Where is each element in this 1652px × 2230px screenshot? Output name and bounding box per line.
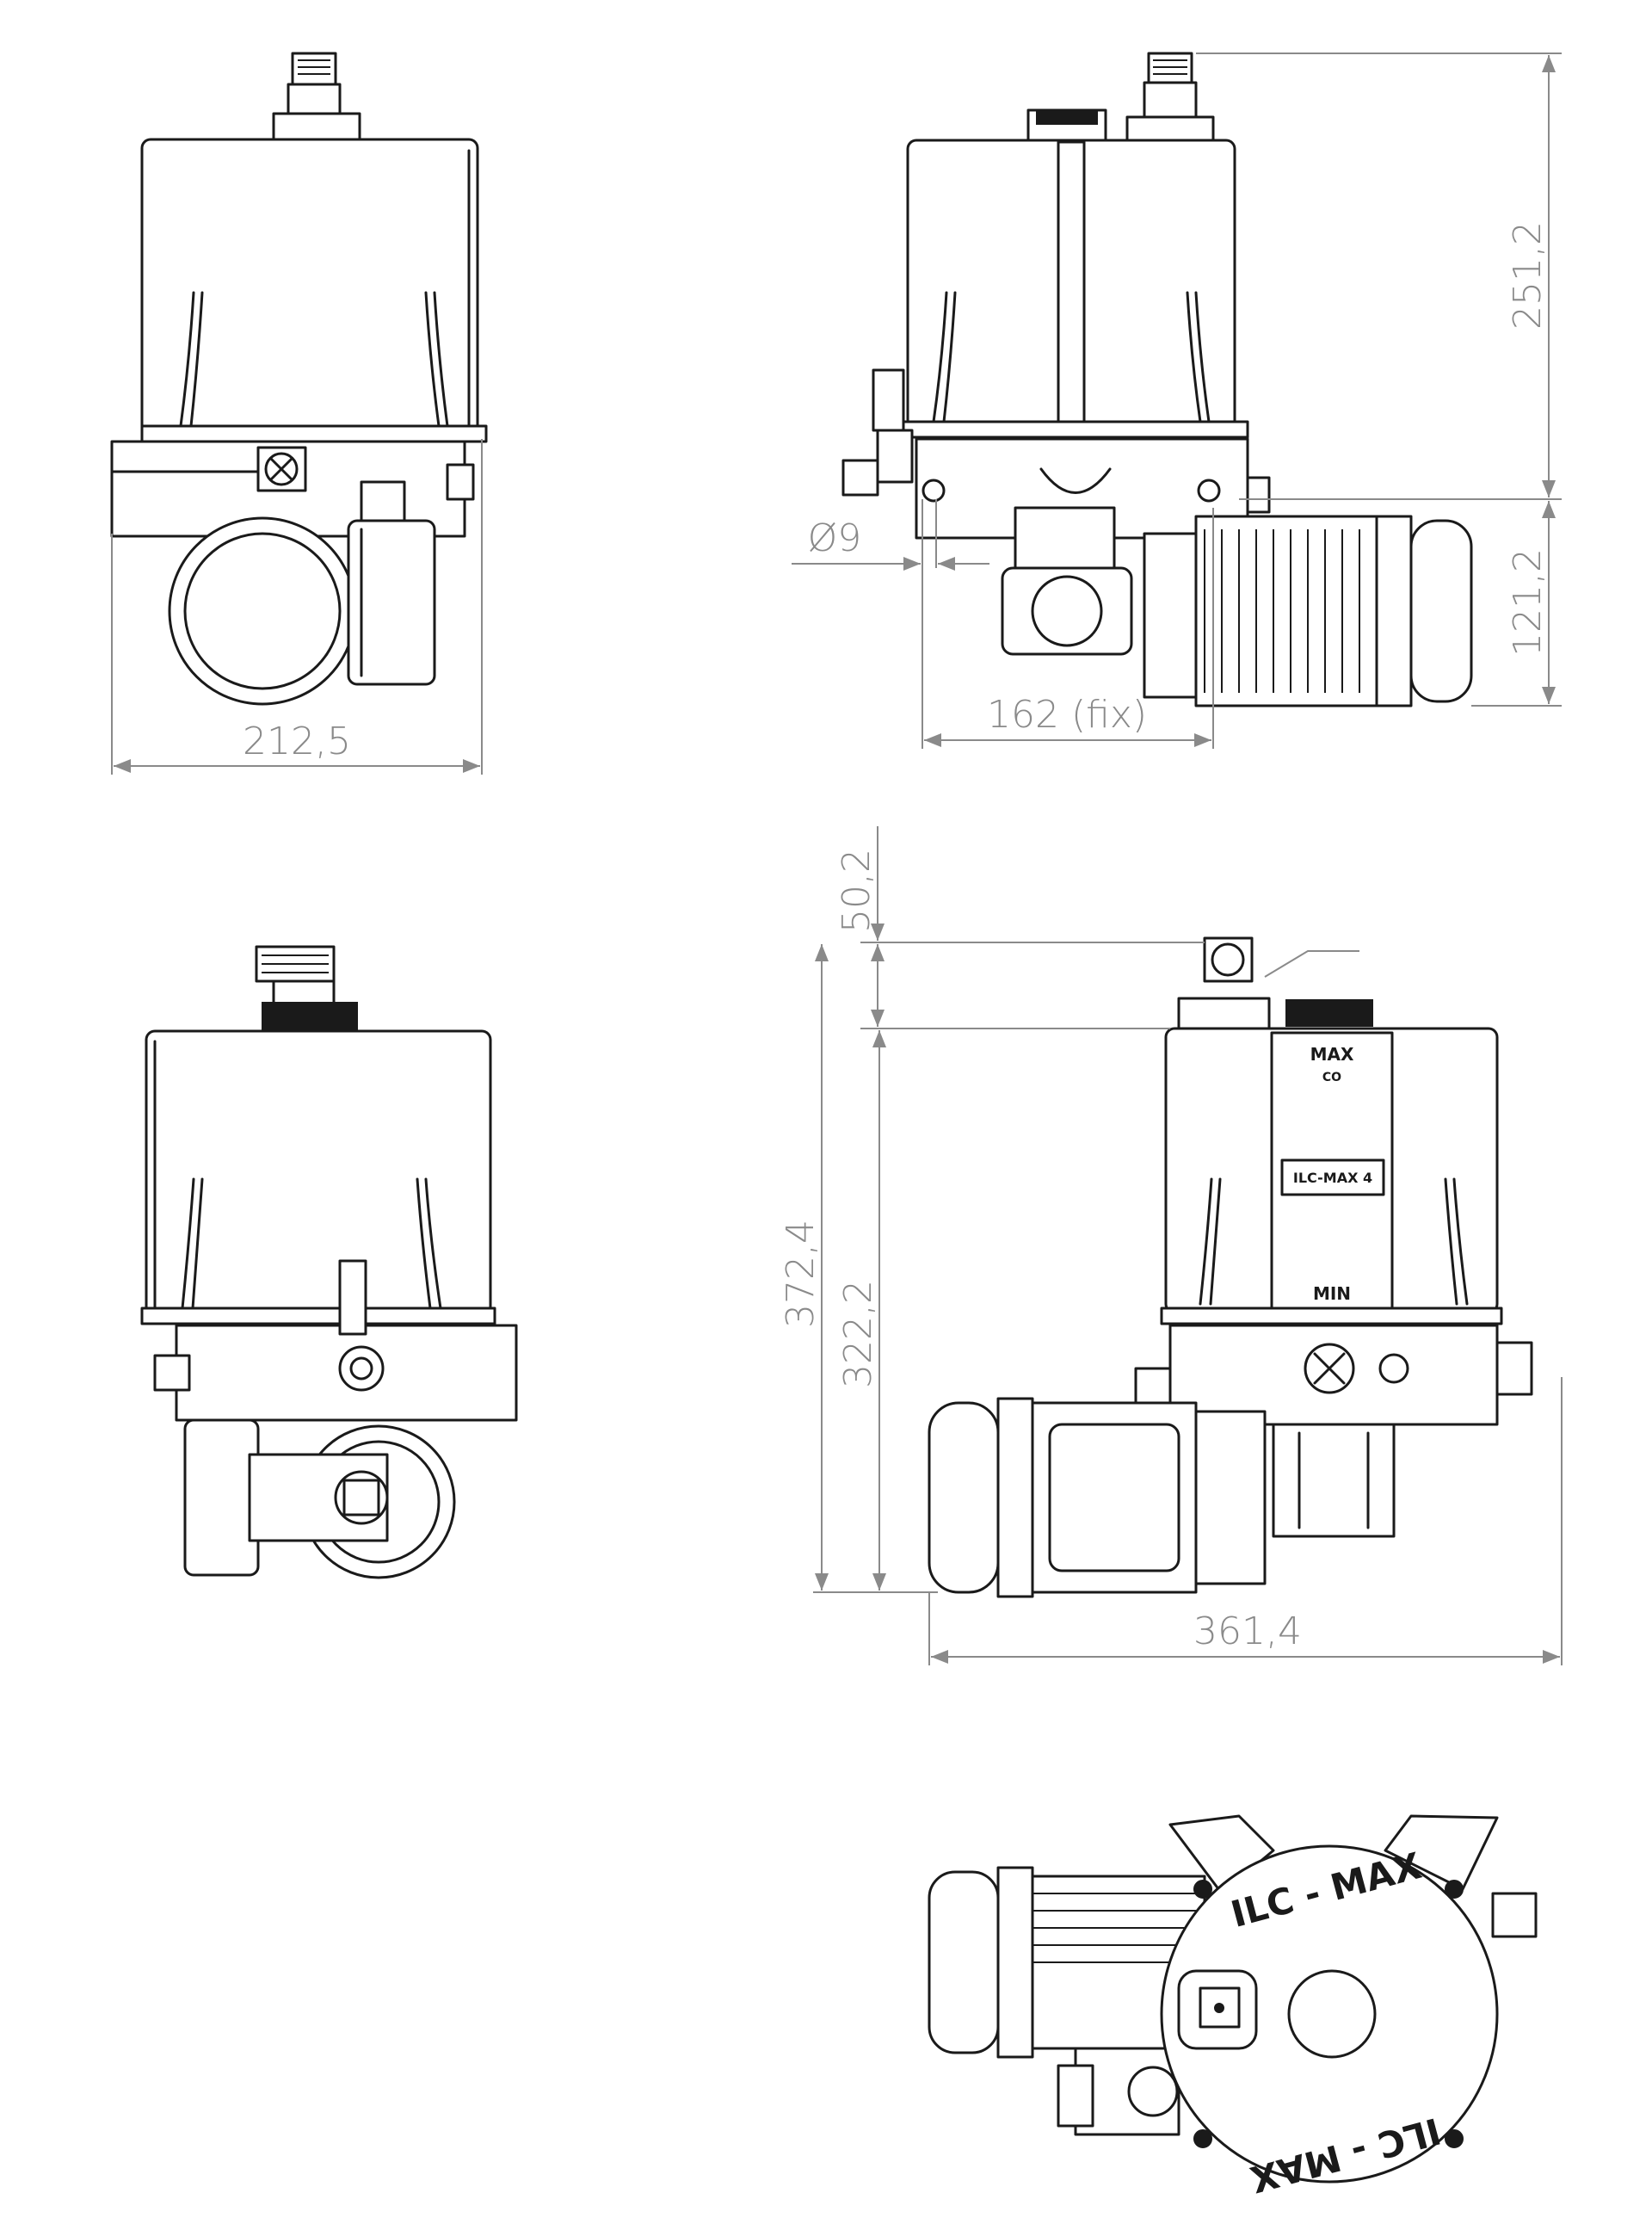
dim-height-body: 322,2 — [836, 1280, 880, 1388]
dim-height-total: 372,4 — [779, 1220, 823, 1328]
dim-hole-dia: Ø9 — [808, 516, 862, 560]
label-model: ILC-MAX 4 — [1293, 1170, 1372, 1186]
front-view — [110, 52, 488, 706]
dimension-heights-side: 251,2 121,2 — [1196, 53, 1562, 707]
rear-view — [140, 945, 518, 1579]
side-view-motor: MAX CO ILC-MAX 4 MIN — [928, 936, 1533, 1598]
label-max-sub: CO — [1322, 1071, 1341, 1084]
dimension-hole-fix: Ø9 162 (fix) — [792, 499, 1214, 749]
dimension-heights-motor-view: 50,2 372,4 322,2 361,4 — [779, 826, 1563, 1665]
dim-fix-spacing: 162 (fix) — [987, 693, 1147, 737]
dimension-212-5: 212,5 — [111, 439, 483, 775]
dim-width-front: 212,5 — [243, 720, 351, 763]
dim-width-total: 361,4 — [1193, 1609, 1302, 1653]
label-max: MAX — [1310, 1044, 1354, 1065]
dim-cap-height: 50,2 — [835, 849, 878, 933]
dim-height-tank: 251,2 — [1506, 221, 1550, 330]
top-view: ILC - MAX ILC - MAX — [928, 1814, 1538, 2201]
label-min: MIN — [1313, 1283, 1351, 1304]
dim-height-motor: 121,2 — [1506, 548, 1550, 657]
side-view — [841, 52, 1473, 707]
